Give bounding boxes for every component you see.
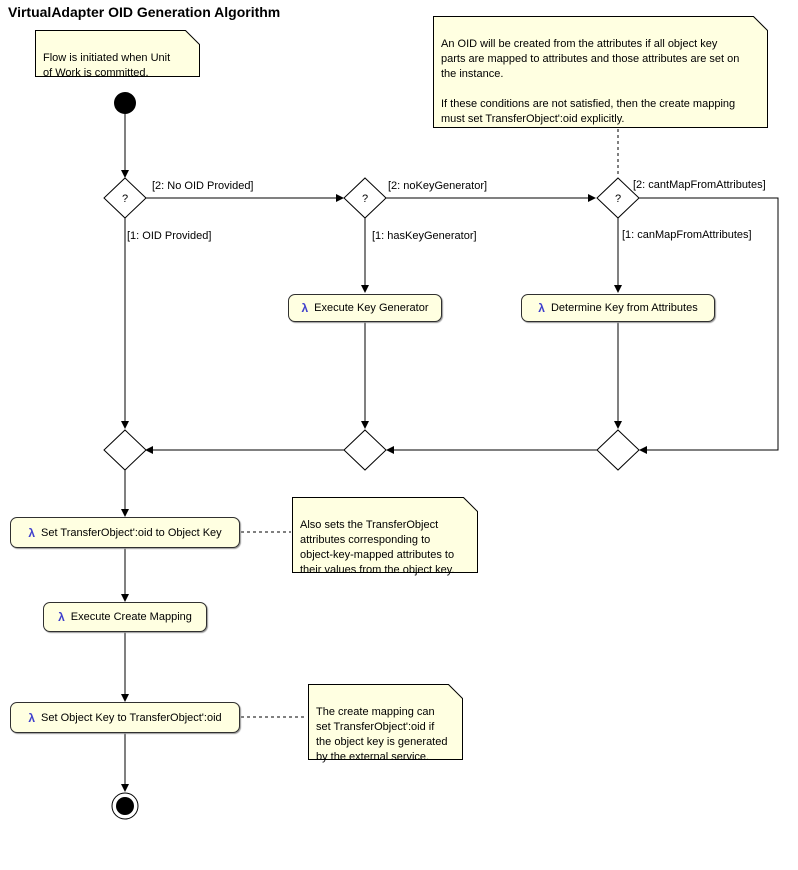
merge-node-right xyxy=(596,429,640,471)
edge-decision3-to-determine-key xyxy=(614,218,622,293)
edge-decision2-to-decision3 xyxy=(386,194,596,202)
action-label: Execute Create Mapping xyxy=(70,611,192,623)
edge-merge2-to-merge1 xyxy=(145,446,344,454)
note-fold-icon xyxy=(752,15,769,32)
merge-node-middle xyxy=(343,429,387,471)
action-determine-key-from-attributes: λ Determine Key from Attributes xyxy=(521,294,715,322)
merge-node-left xyxy=(103,429,147,471)
action-label: Execute Key Generator xyxy=(314,302,429,314)
guard-cant-map-from-attributes: [2: cantMapFromAttributes] xyxy=(633,179,766,191)
decision-map-from-attributes xyxy=(596,177,640,219)
edge-execute-create-mapping-to-set-object-key xyxy=(121,632,129,702)
action-set-object-key-to-oid: λ Set Object Key to TransferObject':oid xyxy=(10,702,240,733)
note-text: The create mapping can set TransferObjec… xyxy=(316,706,448,763)
guard-no-oid-provided: [2: No OID Provided] xyxy=(152,180,254,192)
note-fold-icon xyxy=(447,683,464,700)
action-label: Set Object Key to TransferObject':oid xyxy=(41,711,222,724)
decision-oid-provided xyxy=(103,177,147,219)
action-execute-create-mapping: λ Execute Create Mapping xyxy=(43,602,207,632)
note-create-mapping-can-set: The create mapping can set TransferObjec… xyxy=(308,683,464,763)
edge-set-oid-to-execute-create-mapping xyxy=(121,548,129,602)
lambda-icon: λ xyxy=(28,525,36,540)
edge-decision1-to-decision2 xyxy=(146,194,344,202)
guard-oid-provided: [1: OID Provided] xyxy=(127,230,212,242)
note-text: Also sets the TransferObject attributes … xyxy=(300,519,455,576)
edge-start-to-decision1 xyxy=(121,114,129,178)
note-fold-icon xyxy=(184,29,201,46)
decision-question-mark: ? xyxy=(615,193,621,205)
action-set-oid-to-object-key: λ Set TransferObject':oid to Object Key xyxy=(10,517,240,548)
guard-has-key-generator: [1: hasKeyGenerator] xyxy=(372,230,477,242)
lambda-icon: λ xyxy=(301,301,309,315)
decision-question-mark: ? xyxy=(362,193,368,205)
lambda-icon: λ xyxy=(58,610,65,624)
action-execute-key-generator: λ Execute Key Generator xyxy=(288,294,442,322)
note-oid-creation-rules: An OID will be created from the attribut… xyxy=(433,15,769,128)
lambda-icon: λ xyxy=(28,710,36,725)
edge-set-object-key-to-final xyxy=(121,733,129,792)
guard-no-key-generator: [2: noKeyGenerator] xyxy=(388,180,488,192)
note-text: Flow is initiated when Unit of Work is c… xyxy=(43,52,171,79)
edge-decision3-right-down-to-merge3 xyxy=(639,197,779,454)
final-node xyxy=(116,797,134,815)
edge-determine-key-to-merge3 xyxy=(614,322,622,429)
note-fold-icon xyxy=(462,496,479,513)
diagram-title: VirtualAdapter OID Generation Algorithm xyxy=(8,4,281,20)
guard-can-map-from-attributes: [1: canMapFromAttributes] xyxy=(622,229,752,241)
lambda-icon: λ xyxy=(538,301,545,315)
action-label: Set TransferObject':oid to Object Key xyxy=(41,526,222,539)
note-text: An OID will be created from the attribut… xyxy=(441,38,740,125)
action-label: Determine Key from Attributes xyxy=(550,302,698,314)
initial-node xyxy=(114,92,136,114)
note-flow-initiated: Flow is initiated when Unit of Work is c… xyxy=(35,29,201,79)
edge-merge1-to-set-oid xyxy=(121,470,129,517)
decision-question-mark: ? xyxy=(122,193,128,205)
note-also-sets-attributes: Also sets the TransferObject attributes … xyxy=(292,496,479,576)
decision-key-generator xyxy=(343,177,387,219)
edge-decision2-to-execute-key-generator xyxy=(361,218,369,293)
edge-execute-key-generator-to-merge2 xyxy=(361,322,369,429)
edge-decision1-to-merge1 xyxy=(121,218,129,429)
edge-merge3-to-merge2 xyxy=(386,446,597,454)
